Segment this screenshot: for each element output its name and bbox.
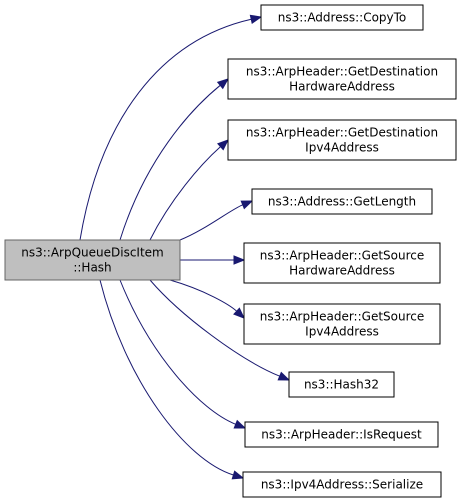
node-label-line: ns3::ArpQueueDiscItem — [21, 246, 164, 260]
node-label-line: HardwareAddress — [289, 80, 395, 94]
callee-node-6[interactable]: ns3::Hash32 — [288, 371, 395, 398]
node-label-line: ns3::ArpHeader::GetSource — [260, 249, 425, 263]
callee-node-box — [244, 421, 439, 448]
callee-node-box — [243, 303, 441, 345]
node-label-line: ns3::ArpHeader::GetDestination — [246, 65, 438, 79]
call-edge-8 — [99, 279, 234, 476]
node-label-line: HardwareAddress — [289, 264, 395, 278]
callee-node-box — [243, 242, 441, 284]
call-edge-7 — [119, 279, 236, 425]
call-edge-5 — [169, 279, 238, 312]
callee-node-8[interactable]: ns3::Ipv4Address::Serialize — [242, 471, 442, 498]
call-edges — [79, 14, 291, 480]
arrowhead-icon — [277, 371, 291, 381]
node-label-line: ::Hash — [73, 261, 111, 275]
node-label-line: ns3::ArpHeader::GetSource — [260, 310, 425, 324]
arrowhead-icon — [216, 78, 230, 90]
callee-node-2[interactable]: ns3::ArpHeader::GetDestinationIpv4Addres… — [227, 119, 457, 161]
call-edge-1 — [119, 84, 221, 241]
arrowhead-icon — [233, 255, 246, 265]
root-node-box — [4, 239, 181, 281]
call-edge-0 — [79, 18, 252, 241]
node-label-line: ns3::Ipv4Address::Serialize — [261, 478, 423, 492]
call-edge-2 — [149, 146, 221, 241]
arrowhead-icon — [233, 307, 245, 319]
arrowhead-icon — [217, 139, 230, 151]
callee-node-0[interactable]: ns3::Address::CopyTo — [260, 4, 424, 31]
arrowhead-icon — [231, 470, 245, 480]
node-label-line: ns3::ArpHeader::IsRequest — [261, 428, 422, 442]
callee-node-7[interactable]: ns3::ArpHeader::IsRequest — [244, 421, 439, 448]
callee-node-box — [260, 4, 424, 31]
arrowhead-icon — [249, 14, 263, 24]
callee-node-3[interactable]: ns3::Address::GetLength — [251, 188, 433, 215]
node-label-line: ns3::ArpHeader::GetDestination — [246, 126, 438, 140]
node-label-line: ns3::Address::CopyTo — [278, 11, 407, 25]
callee-node-box — [227, 58, 457, 100]
arrowhead-icon — [233, 419, 247, 429]
node-label-line: Ipv4Address — [305, 141, 379, 155]
callee-node-box — [288, 371, 395, 398]
callee-node-box — [251, 188, 433, 215]
call-nodes: ns3::ArpQueueDiscItem::Hash ns3::Address:… — [4, 4, 457, 498]
call-edge-3 — [179, 204, 243, 241]
node-label-line: ns3::Hash32 — [304, 378, 379, 392]
callee-node-1[interactable]: ns3::ArpHeader::GetDestinationHardwareAd… — [227, 58, 457, 100]
call-edge-6 — [149, 279, 280, 377]
node-label-line: Ipv4Address — [305, 325, 379, 339]
callee-node-box — [227, 119, 457, 161]
arrowhead-icon — [240, 200, 254, 210]
node-label-line: ns3::Address::GetLength — [268, 195, 416, 209]
root-function-node[interactable]: ns3::ArpQueueDiscItem::Hash — [4, 239, 181, 281]
callee-node-box — [242, 471, 442, 498]
